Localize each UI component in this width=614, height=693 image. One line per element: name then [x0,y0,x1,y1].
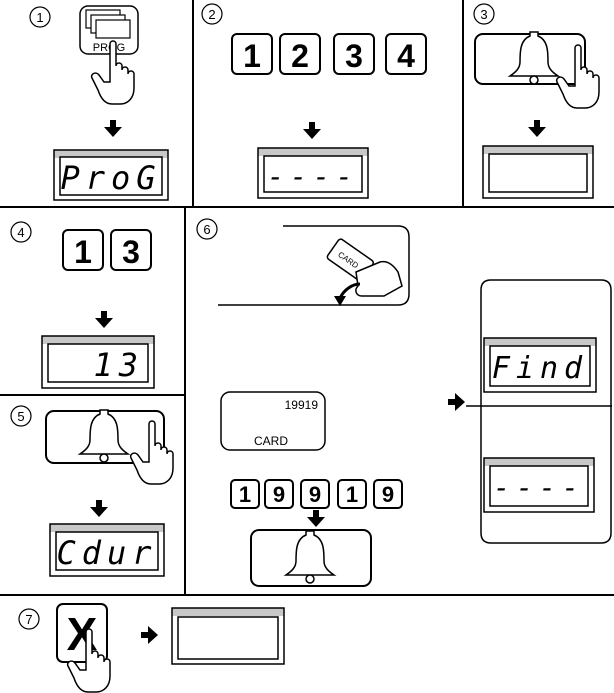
step-4-display-text: 13 [93,346,144,384]
key-3: 3 [345,38,363,74]
step-3-panel: 3 [474,4,599,198]
prog-button-label: PROG [93,42,125,54]
key-9: 9 [382,482,394,507]
key-1: 1 [239,482,251,507]
step-1-display-text: ProG [60,159,161,197]
key-2: 2 [291,38,309,74]
down-arrow-icon [95,311,113,328]
step-6-number: 6 [203,222,210,237]
key-1: 1 [74,234,92,270]
step-2-keypad[interactable]: 1 2 3 4 [232,34,426,74]
step-6-panel: 6 CARD 19919 CARD 1 9 9 1 [197,219,612,586]
step-1-panel: 1 PROG ProG [30,6,168,200]
key-9: 9 [273,482,285,507]
step-6-display-find-text: Find [492,351,588,386]
step-6-keypad[interactable]: 1 9 9 1 9 [231,480,402,508]
key-9: 9 [309,482,321,507]
key-3: 3 [122,234,140,270]
step-2-display-text: ---- [267,160,358,193]
step-7-panel: 7 X [19,604,284,692]
step-6-display-dashes-text: ---- [493,471,584,504]
step-7-number: 7 [25,612,32,627]
down-arrow-icon [528,120,546,137]
step-2-panel: 2 1 2 3 4 ---- [202,4,426,198]
step-5-display-text: Cdur [56,534,157,572]
step-5-panel: 5 Cdur [11,406,173,576]
right-arrow-icon [141,626,158,644]
card-swipe-icon: CARD [326,238,402,306]
step-6-results: Find ---- [466,280,612,543]
card-number: 19919 [285,398,319,412]
step-2-number: 2 [208,7,215,22]
down-arrow-icon [104,120,122,137]
step-4-number: 4 [17,225,24,240]
card-label: CARD [254,434,288,448]
right-arrow-icon [448,393,465,411]
key-4: 4 [397,38,415,74]
key-1: 1 [243,38,261,74]
step-5-number: 5 [17,409,24,424]
step-4-panel: 4 1 3 13 [11,222,154,388]
step-4-keypad[interactable]: 1 3 [63,230,151,270]
down-arrow-icon [303,122,321,139]
down-arrow-icon [90,500,108,517]
step-1-number: 1 [36,10,43,25]
down-arrow-icon [307,510,325,527]
step-3-number: 3 [480,7,487,22]
key-1: 1 [346,482,358,507]
prog-button-icon[interactable]: PROG [80,6,138,54]
